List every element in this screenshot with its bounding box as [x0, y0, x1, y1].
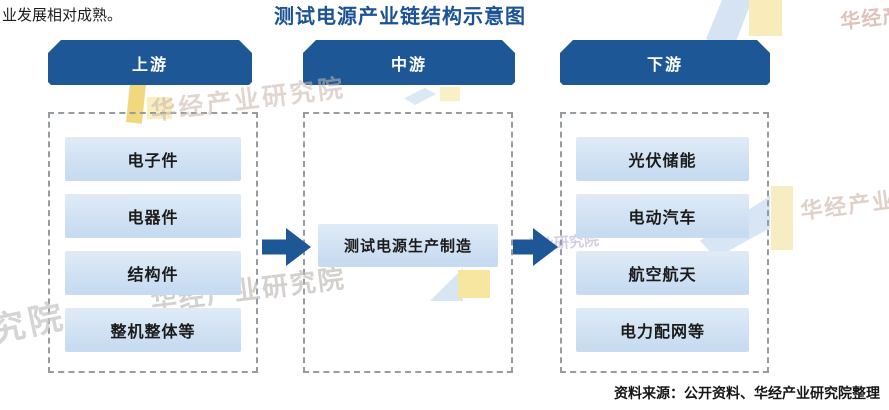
upstream-item-structural-parts: 结构件 [65, 251, 241, 295]
downstream-item-aerospace: 航空航天 [576, 251, 749, 295]
stage-header-downstream: 下游 [560, 40, 770, 85]
arrow-head-icon [286, 227, 311, 266]
downstream-item-power-grid: 电力配网等 [576, 308, 749, 352]
upstream-item-electrical-parts: 电器件 [65, 194, 241, 238]
logo-fragment-blue-mid-small [404, 88, 436, 105]
arrow-shaft [262, 239, 288, 254]
midstream-item-manufacturing: 测试电源生产制造 [318, 224, 498, 267]
upstream-group-frame [48, 112, 258, 373]
source-note: 资料来源：公开资料、华经产业研究院整理 [614, 385, 880, 401]
logo-fragment-yellow-mid-small [440, 87, 460, 101]
upstream-item-electronic-parts: 电子件 [65, 137, 241, 181]
watermark-partial-right: 华经产业 [799, 187, 889, 224]
stage-header-upstream: 上游 [48, 40, 252, 85]
stage-header-midstream: 中游 [303, 40, 515, 85]
logo-fragment-yellow-top-right [749, 0, 782, 36]
intro-text-fragment: 业发展相对成熟。 [2, 7, 123, 24]
downstream-item-ev: 电动汽车 [576, 194, 749, 238]
diagram-title: 测试电源产业链结构示意图 [274, 6, 526, 28]
logo-fragment-yellow-right [771, 186, 793, 250]
arrow-head-icon [533, 228, 558, 266]
upstream-item-complete-units: 整机整体等 [65, 308, 241, 352]
flow-arrow-midstream-to-downstream [513, 228, 558, 266]
flow-arrow-upstream-to-midstream [262, 227, 311, 266]
watermark-partial-top-right: 华经产 [839, 4, 889, 34]
downstream-item-pv-storage: 光伏储能 [576, 137, 749, 181]
arrow-shaft [513, 239, 536, 255]
downstream-group-frame [560, 112, 769, 373]
